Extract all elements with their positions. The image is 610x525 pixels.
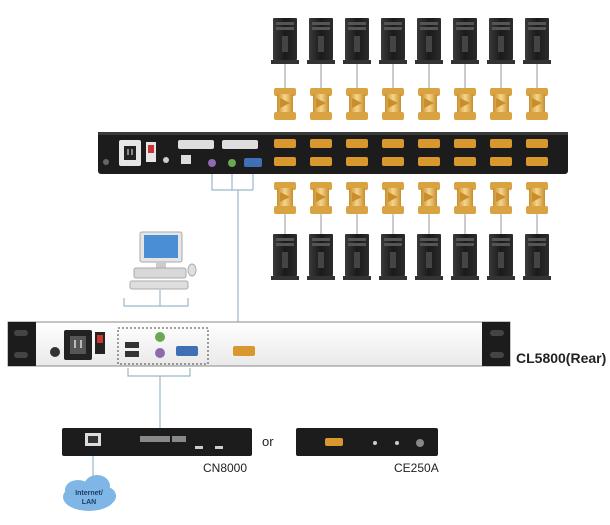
tower-server-icon	[307, 234, 335, 280]
kvm-port	[310, 157, 332, 166]
kvm-cable-icon	[346, 182, 368, 214]
kvm-port	[382, 157, 404, 166]
ps2-mouse-port	[208, 159, 216, 167]
kvm-port	[454, 157, 476, 166]
tower-server-icon	[379, 18, 407, 64]
ground-screw-icon	[103, 159, 109, 165]
ce250a-device	[296, 428, 438, 456]
kvm-cable-icon	[310, 88, 332, 120]
extender-link	[127, 368, 191, 428]
kvm-cable-icon	[310, 182, 332, 214]
power-switch-icon	[146, 142, 156, 162]
kvm-cable-icon	[346, 88, 368, 120]
tower-server-icon	[271, 234, 299, 280]
kvm-port	[274, 157, 296, 166]
internet-cloud-icon	[63, 475, 116, 511]
kvm-cable-icon	[418, 88, 440, 120]
ps2-keyboard-port	[228, 159, 236, 167]
cn8000-device	[62, 428, 252, 456]
kvm-cable-icon	[526, 88, 548, 120]
tower-server-icon	[523, 18, 551, 64]
kvm-port	[274, 139, 296, 148]
rj45-port	[181, 155, 191, 164]
connection-lines	[92, 170, 254, 482]
kvm-switch-unit	[98, 132, 568, 174]
usb-port	[125, 342, 139, 348]
kvm-port	[526, 139, 548, 148]
usb-port	[125, 351, 139, 357]
kvm-port	[418, 157, 440, 166]
workstation-icon	[129, 231, 197, 290]
tower-server-icon	[343, 18, 371, 64]
vga-console-port	[244, 158, 262, 167]
ps2-mouse-port	[155, 348, 165, 358]
firmware-port	[163, 157, 169, 163]
tower-server-icon	[415, 18, 443, 64]
kvm-cable-icon	[382, 88, 404, 120]
kvm-cable-icon	[490, 182, 512, 214]
workstation-link	[123, 290, 189, 307]
or-label: or	[262, 434, 274, 449]
tower-server-icon	[271, 18, 299, 64]
kvm-cable-icon	[274, 88, 296, 120]
parallel-port	[178, 140, 214, 149]
daisy-chain-port	[222, 140, 258, 149]
vga-port	[325, 438, 343, 446]
ce250a-label: CE250A	[394, 461, 439, 475]
kvm-port	[490, 157, 512, 166]
power-socket-icon	[64, 330, 92, 360]
kvm-cable-icon	[490, 88, 512, 120]
tower-server-icon	[451, 18, 479, 64]
tower-server-icon	[415, 234, 443, 280]
cn8000-label: CN8000	[203, 461, 248, 475]
kvm-cable-icon	[382, 182, 404, 214]
kvm-port	[346, 139, 368, 148]
console-port-group	[117, 327, 209, 365]
kvm-port	[346, 157, 368, 166]
kvm-port	[418, 139, 440, 148]
kvm-port-grid	[274, 139, 548, 166]
vga-port	[176, 346, 198, 356]
cl5800-rear-panel	[7, 321, 511, 367]
kvm-cables-bottom	[274, 182, 548, 214]
kvm-port	[490, 139, 512, 148]
servers-bottom-row	[271, 214, 551, 280]
tower-server-icon	[379, 234, 407, 280]
kvm-cable-icon	[418, 182, 440, 214]
kvm-link-port	[233, 346, 255, 356]
kvm-port	[454, 139, 476, 148]
cloud-label-line1: Internet/	[75, 490, 103, 497]
kvm-port	[382, 139, 404, 148]
tower-server-icon	[451, 234, 479, 280]
ps2-keyboard-port	[155, 332, 165, 342]
tower-server-icon	[307, 18, 335, 64]
kvm-cable-icon	[454, 182, 476, 214]
kvm-cables-top	[274, 88, 548, 120]
ground-screw-icon	[50, 347, 60, 357]
power-socket-icon	[119, 140, 141, 166]
kvm-cable-icon	[274, 182, 296, 214]
kvm-cable-icon	[526, 182, 548, 214]
tower-server-icon	[523, 234, 551, 280]
tower-server-icon	[343, 234, 371, 280]
kvm-port	[526, 157, 548, 166]
kvm-cable-icon	[454, 88, 476, 120]
tower-server-icon	[487, 234, 515, 280]
kvm-port	[310, 139, 332, 148]
cl5800-rear-label: CL5800(Rear)	[516, 350, 607, 366]
servers-top-row	[271, 18, 551, 88]
tower-server-icon	[487, 18, 515, 64]
cloud-label-line2: LAN	[81, 499, 97, 506]
